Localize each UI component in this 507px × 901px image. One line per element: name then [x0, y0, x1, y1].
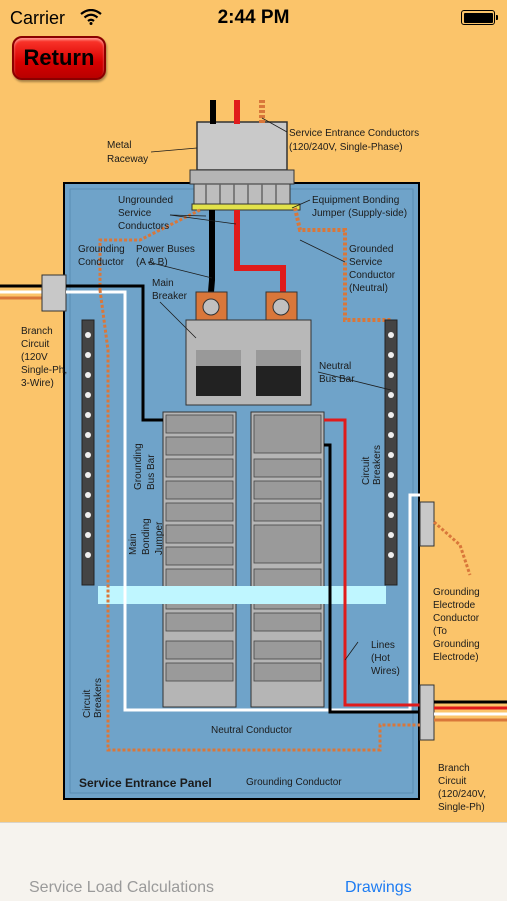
label-bc-1: Branch — [21, 326, 53, 337]
label-cb-left-2: Breakers — [93, 678, 104, 718]
label-lines-3: Wires) — [371, 666, 400, 677]
metal-raceway — [196, 121, 288, 171]
label-mb-1: Main — [152, 278, 174, 289]
label-service-entrance-panel: Service Entrance Panel — [79, 776, 212, 790]
main-bonding-jumper — [98, 586, 386, 604]
label-sec-1: Service Entrance Conductors — [289, 128, 419, 139]
label-gec-4: (To — [433, 626, 447, 637]
label-gec-5: Grounding — [433, 639, 480, 650]
tab-service-load-calculations[interactable]: Service Load Calculations — [29, 879, 214, 896]
ground-connector-right — [419, 501, 435, 547]
label-lines-1: Lines — [371, 640, 395, 651]
label-ugc-1: Ungrounded — [118, 195, 173, 206]
label-nbb-2: Bus Bar — [319, 374, 355, 385]
label-cb-right-1: Circuit — [361, 456, 372, 485]
label-gc-1: Grounding — [78, 244, 125, 255]
label-gbb-1: Grounding — [133, 443, 144, 490]
status-bar: Carrier 2:44 PM — [0, 0, 507, 36]
label-metal-raceway-1: Metal — [107, 140, 131, 151]
label-mbj-3: Jumper — [154, 521, 165, 555]
label-gsc-4: (Neutral) — [349, 283, 388, 294]
label-mbj-2: Bonding — [141, 518, 152, 555]
label-gec-6: Electrode) — [433, 652, 479, 663]
label-bc-2: Circuit — [21, 339, 50, 350]
label-cb-right-2: Breakers — [372, 445, 383, 485]
clock: 2:44 PM — [217, 7, 290, 28]
label-gec-1: Grounding — [433, 587, 480, 598]
label-bc2-1: Branch — [438, 763, 470, 774]
label-bc-5: 3-Wire) — [21, 378, 54, 389]
label-gc-2: Conductor — [78, 257, 125, 268]
label-grounding-conductor: Grounding Conductor — [246, 777, 342, 788]
label-cb-left-1: Circuit — [82, 689, 93, 718]
label-gsc-1: Grounded — [349, 244, 393, 255]
label-ugc-3: Conductors — [118, 221, 169, 232]
wifi-icon — [80, 9, 102, 25]
label-gec-2: Electrode — [433, 600, 476, 611]
label-bc2-3: (120/240V, — [438, 789, 486, 800]
label-pb-1: Power Buses — [136, 244, 195, 255]
label-pb-2: (A & B) — [136, 257, 168, 268]
carrier-label: Carrier — [10, 8, 66, 28]
label-gbb-2: Bus Bar — [146, 454, 157, 490]
return-button[interactable]: Return — [12, 36, 106, 80]
label-neutral-conductor: Neutral Conductor — [211, 725, 293, 736]
label-sec-2: (120/240V, Single-Phase) — [289, 142, 403, 153]
service-panel-diagram: Metal Raceway Service Entrance Conductor… — [0, 100, 507, 813]
label-bc-3: (120V — [21, 352, 48, 363]
branch-connector-right — [419, 684, 435, 741]
tab-drawings[interactable]: Drawings — [345, 879, 412, 896]
label-gsc-2: Service — [349, 257, 383, 268]
battery-icon — [461, 10, 498, 25]
label-metal-raceway-2: Raceway — [107, 154, 148, 165]
label-gec-3: Conductor — [433, 613, 480, 624]
label-bc2-4: Single-Ph) — [438, 802, 485, 813]
label-ugc-2: Service — [118, 208, 152, 219]
label-bc-4: Single-Ph, — [21, 365, 67, 376]
label-gsc-3: Conductor — [349, 270, 396, 281]
tab-bar: Service Load Calculations Drawings — [0, 822, 507, 901]
label-mbj-1: Main — [128, 533, 139, 555]
label-bc2-2: Circuit — [438, 776, 467, 787]
label-ebj-1: Equipment Bonding — [312, 195, 399, 206]
label-nbb-1: Neutral — [319, 361, 351, 372]
label-lines-2: (Hot — [371, 653, 390, 664]
label-ebj-2: Jumper (Supply-side) — [312, 208, 407, 219]
branch-connector-left — [41, 274, 67, 312]
label-mb-2: Breaker — [152, 291, 188, 302]
